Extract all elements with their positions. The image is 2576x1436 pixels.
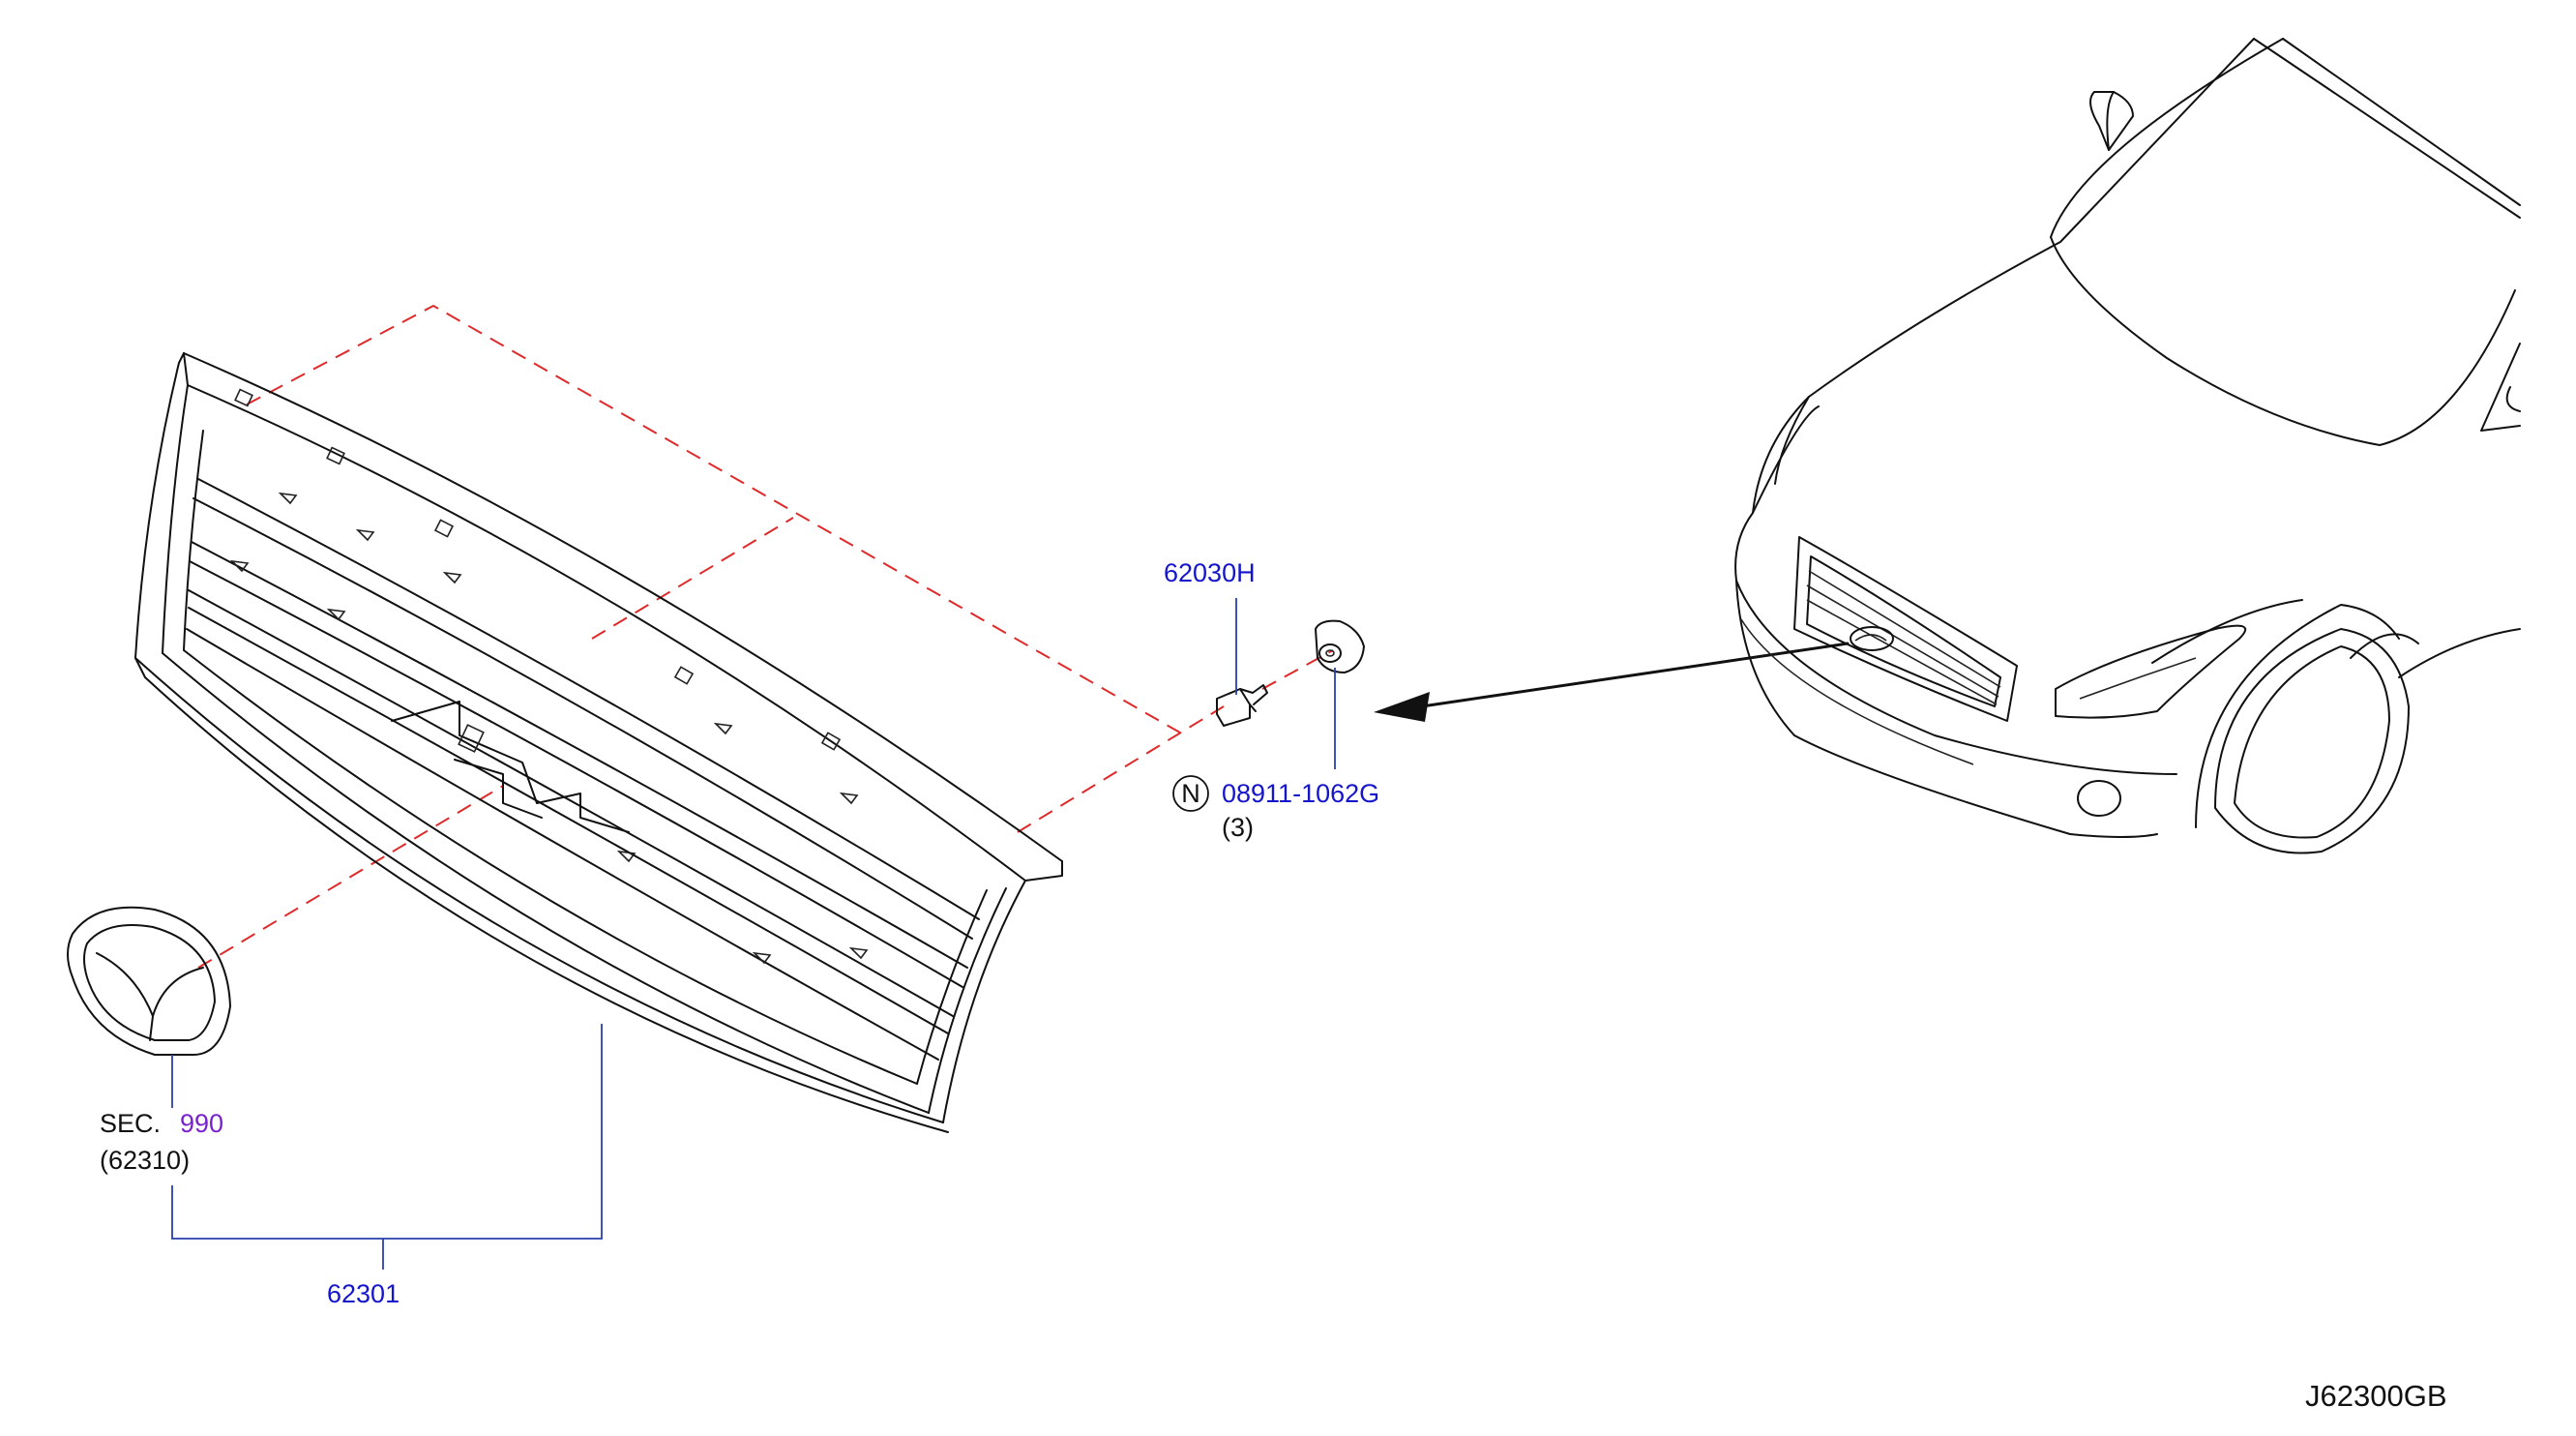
callout-nut-prefix: N — [1181, 779, 1200, 808]
callout-clip[interactable]: 62030H — [1164, 558, 1256, 587]
front-grille-drawing[interactable] — [134, 352, 1063, 1133]
nut-note-circle — [1172, 775, 1209, 812]
clip-drawing[interactable] — [1216, 684, 1268, 727]
vehicle-reference-drawing — [1734, 38, 2521, 854]
callout-grille-assembly[interactable]: 62301 — [327, 1279, 400, 1308]
nut-drawing[interactable] — [1315, 619, 1365, 673]
callout-emblem-ref: (62310) — [100, 1146, 190, 1175]
emblem-drawing[interactable] — [67, 906, 231, 1056]
callout-emblem-sec-prefix: SEC. — [100, 1109, 161, 1138]
callout-nut-qty: (3) — [1222, 813, 1254, 842]
leader-lines — [171, 598, 1336, 1270]
drawing-code: J62300GB — [2305, 1379, 2447, 1413]
location-arrow — [1374, 642, 1850, 722]
guide-mid — [591, 517, 794, 640]
guide-top — [246, 304, 1186, 736]
assembly-guide-lines — [197, 304, 1334, 969]
guide-emblem — [197, 785, 504, 969]
guide-clip-to-nut — [1261, 649, 1334, 690]
guide-clip-to-grille — [1017, 705, 1225, 833]
callout-labels: 62030H N 08911-1062G (3) SEC. 990 (62310… — [100, 558, 2447, 1413]
callout-nut[interactable]: 08911-1062G — [1222, 779, 1379, 808]
callout-emblem-sec-link[interactable]: 990 — [180, 1109, 223, 1138]
